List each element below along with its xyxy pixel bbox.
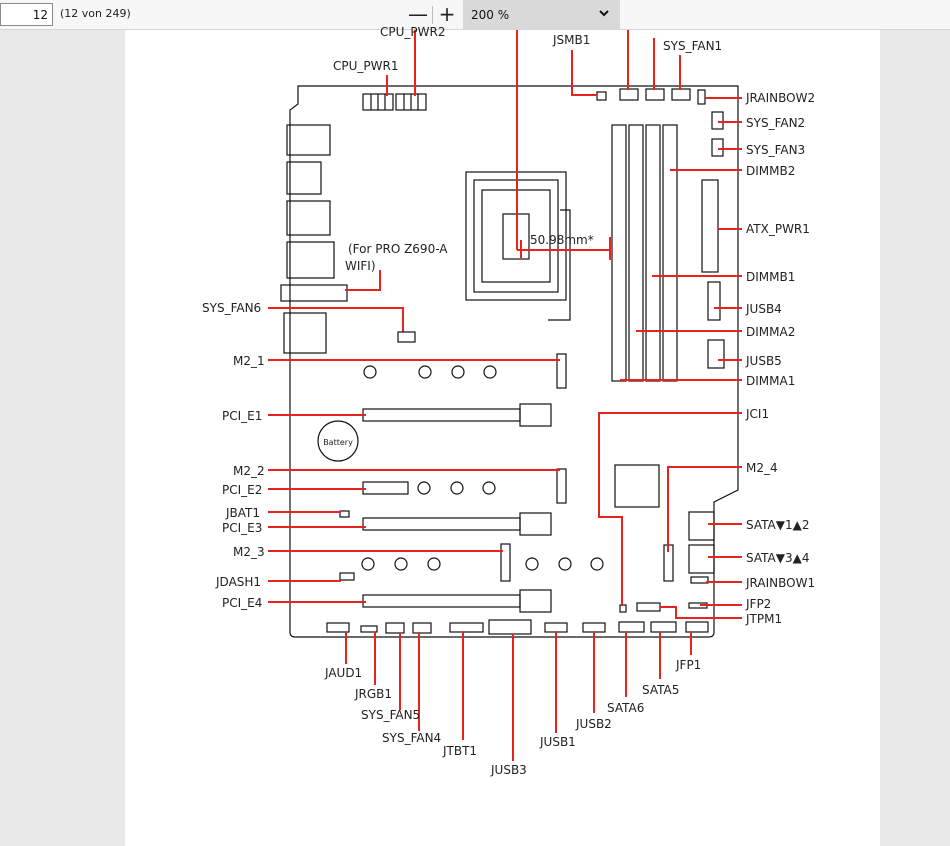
cpu-power-connectors	[362, 93, 427, 111]
jusb5-connector	[707, 339, 725, 369]
label-jusb1: JUSB1	[539, 735, 576, 749]
label-pci-e2: PCI_E2	[222, 483, 262, 497]
label-jbat1: JBAT1	[225, 506, 260, 520]
label-sys-fan2: SYS_FAN2	[746, 116, 805, 130]
jusb4-connector	[707, 281, 721, 321]
zoom-out-button[interactable]: —	[408, 2, 428, 26]
battery	[317, 420, 359, 462]
label-cpu-pwr1: CPU_PWR1	[333, 59, 398, 73]
label-jrainbow2: JRAINBOW2	[745, 91, 815, 105]
pdf-toolbar: (12 von 249) — + 200 %	[0, 0, 950, 30]
zoom-select[interactable]: 200 %	[463, 0, 620, 29]
label-m2-1: M2_1	[233, 354, 265, 368]
dimm-slots	[611, 124, 678, 382]
label-jusb2: JUSB2	[575, 717, 612, 731]
label-dimension: 50.98mm*	[530, 233, 594, 247]
label-wifi-note-1: (For PRO Z690-A	[348, 242, 448, 256]
label-pci-e3: PCI_E3	[222, 521, 262, 535]
label-jrgb1: JRGB1	[354, 687, 392, 701]
label-dimma2: DIMMA2	[746, 325, 795, 339]
label-pci-e4: PCI_E4	[222, 596, 262, 610]
label-sata-3-4: SATA▼3▲4	[746, 551, 809, 565]
toolbar-separator	[432, 6, 433, 24]
zoom-value: 200 %	[471, 8, 510, 22]
label-sata5: SATA5	[642, 683, 679, 697]
bottom-connectors	[326, 619, 709, 635]
label-wifi-note-2: WIFI)	[345, 259, 376, 273]
atx-power-connector	[701, 179, 719, 273]
page-number-input[interactable]	[0, 3, 53, 26]
label-jusb4: JUSB4	[745, 302, 782, 316]
pcie-slots	[362, 403, 552, 613]
label-jusb3: JUSB3	[490, 763, 527, 777]
label-sys-fan1: SYS_FAN1	[663, 39, 722, 53]
label-m2-2: M2_2	[233, 464, 265, 478]
leader-lines	[268, 30, 742, 761]
label-jfp1: JFP1	[675, 658, 701, 672]
chipset-area	[339, 464, 715, 613]
label-jtpm1: JTPM1	[745, 612, 782, 626]
label-jaud1: JAUD1	[324, 666, 362, 680]
document-page	[125, 30, 880, 846]
label-sys-fan6: SYS_FAN6	[202, 301, 261, 315]
top-headers	[596, 88, 724, 157]
label-sata6: SATA6	[607, 701, 644, 715]
m2-slots	[361, 353, 674, 582]
label-sys-fan3: SYS_FAN3	[746, 143, 805, 157]
label-cpu-pwr2: CPU_PWR2	[380, 25, 445, 39]
rear-io	[280, 124, 348, 354]
label-jfp2: JFP2	[745, 597, 771, 611]
label-dimma1: DIMMA1	[746, 374, 795, 388]
label-m2-4: M2_4	[746, 461, 778, 475]
battery-label: Battery	[323, 438, 353, 447]
page-count-label: (12 von 249)	[60, 7, 131, 20]
label-sata-1-2: SATA▼1▲2	[746, 518, 809, 532]
label-jsmb1: JSMB1	[552, 33, 590, 47]
label-jrainbow1: JRAINBOW1	[745, 576, 815, 590]
zoom-in-button[interactable]: +	[438, 2, 456, 26]
label-sys-fan5: SYS_FAN5	[361, 708, 420, 722]
sys-fan6-header	[397, 331, 416, 343]
label-pci-e1: PCI_E1	[222, 409, 262, 423]
label-jdash1: JDASH1	[215, 575, 261, 589]
label-dimmb1: DIMMB1	[746, 270, 795, 284]
label-jtbt1: JTBT1	[442, 744, 477, 758]
label-jusb5: JUSB5	[745, 354, 782, 368]
label-atx-pwr1: ATX_PWR1	[746, 222, 810, 236]
diagram-labels: CPU_PWR2 CPU_PWR1 JSMB1 SYS_FAN1 JRAINBO…	[202, 25, 815, 777]
label-sys-fan4: SYS_FAN4	[382, 731, 441, 745]
chevron-down-icon	[599, 10, 609, 17]
label-jci1: JCI1	[745, 407, 769, 421]
label-m2-3: M2_3	[233, 545, 265, 559]
board-outline	[289, 85, 739, 638]
label-dimmb2: DIMMB2	[746, 164, 795, 178]
